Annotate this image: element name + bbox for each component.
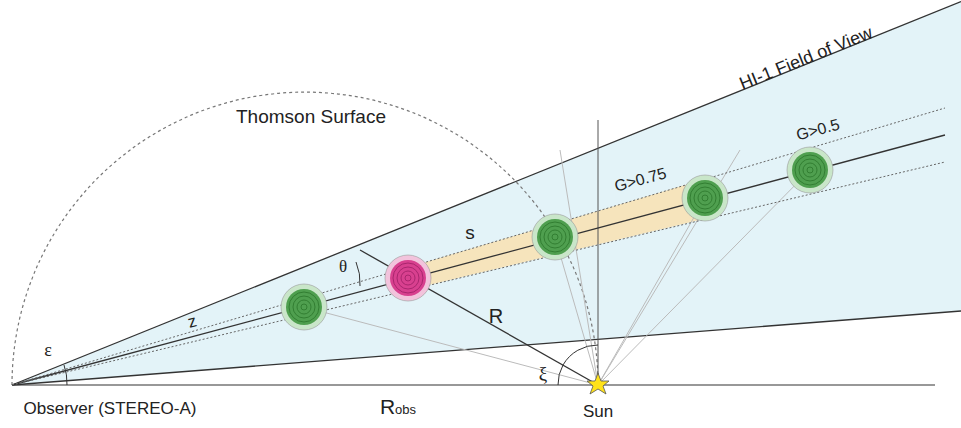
band-edge (12, 162, 945, 385)
blob-ring (293, 296, 315, 318)
blob (286, 289, 322, 325)
angle-arc (563, 345, 598, 365)
angle-label: θ (339, 258, 347, 275)
blob-halo (532, 214, 578, 260)
angle-label: ε (44, 341, 52, 359)
blob-ring (694, 187, 716, 209)
epsilon-arc (64, 365, 67, 385)
blob-ring (552, 234, 558, 240)
blob-halo (281, 284, 327, 330)
blob-ring (799, 159, 821, 181)
blob-ring (405, 275, 411, 281)
band-edge (12, 108, 945, 385)
blob-ring (698, 191, 712, 205)
blob-halo (682, 175, 728, 221)
blob-ring (702, 195, 708, 201)
blob-ring (297, 300, 311, 314)
blob-ring (540, 222, 570, 252)
blob (687, 180, 723, 216)
blob-ring (807, 167, 813, 173)
angle-label: ξ (539, 364, 547, 383)
blob-ring (544, 226, 566, 248)
field-of-view (12, 2, 961, 385)
baseline (12, 384, 935, 385)
blob-ring (289, 292, 319, 322)
blob (537, 219, 573, 255)
blob (390, 260, 426, 296)
radius-line (360, 250, 598, 385)
distance-label: s (465, 223, 475, 242)
blob-halo (787, 147, 833, 193)
blob-ring (401, 271, 415, 285)
distance-label: Robs (380, 396, 416, 417)
blob-ring (393, 263, 423, 293)
observer-label: Observer (STEREO-A) (24, 400, 197, 417)
blob-halo (385, 255, 431, 301)
blob-ring (795, 155, 825, 185)
blob-ring (301, 304, 307, 310)
sun-star (587, 373, 609, 394)
radius-label: R (489, 306, 503, 326)
weight-band (408, 179, 705, 290)
blob-ring (548, 230, 562, 244)
thomson-surface (12, 92, 598, 385)
fov-edge (12, 2, 961, 385)
surface-label: Thomson Surface (236, 107, 386, 126)
sun-rays (304, 150, 810, 385)
blob-ring (690, 183, 720, 213)
blob-ring (397, 267, 419, 289)
xi-arc (558, 365, 563, 385)
plasma-blobs (281, 147, 833, 330)
theta-arc (356, 262, 360, 286)
blob-ring (803, 163, 817, 177)
sun-label: Sun (583, 403, 613, 420)
blob (792, 152, 828, 188)
line-of-sight (12, 135, 945, 385)
